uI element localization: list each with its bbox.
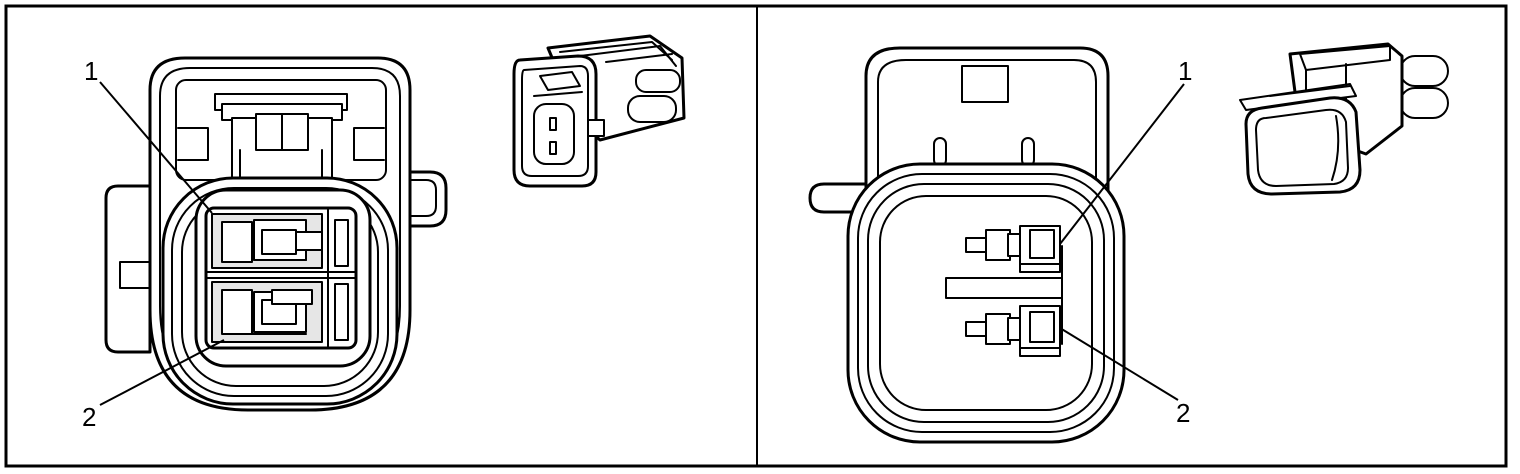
right-callout-2-label: 2 — [1176, 398, 1190, 428]
left-callout-2-label: 2 — [82, 402, 96, 432]
right-callout-1-label: 1 — [1178, 56, 1192, 86]
left-panel: 1 2 — [82, 34, 686, 432]
left-terminal-2 — [211, 281, 349, 343]
right-center-rib — [945, 277, 1063, 299]
right-terminal-1 — [965, 225, 1061, 273]
left-connector-isometric-view — [512, 34, 686, 188]
right-terminal-2 — [965, 305, 1061, 357]
left-callout-1-leader — [99, 81, 213, 214]
right-callout-2-leader — [1059, 327, 1179, 401]
right-connector-face-view — [808, 46, 1126, 444]
right-panel: 1 2 — [808, 42, 1449, 444]
right-callout-1-leader — [1059, 83, 1185, 245]
left-terminal-1 — [211, 213, 349, 269]
right-connector-shell — [846, 162, 1126, 444]
left-callout-1-label: 1 — [84, 56, 98, 86]
left-side-notch — [119, 261, 151, 289]
left-callout-2-leader — [99, 339, 225, 406]
right-connector-isometric-view — [1239, 42, 1449, 196]
left-connector-face-view — [104, 56, 448, 412]
